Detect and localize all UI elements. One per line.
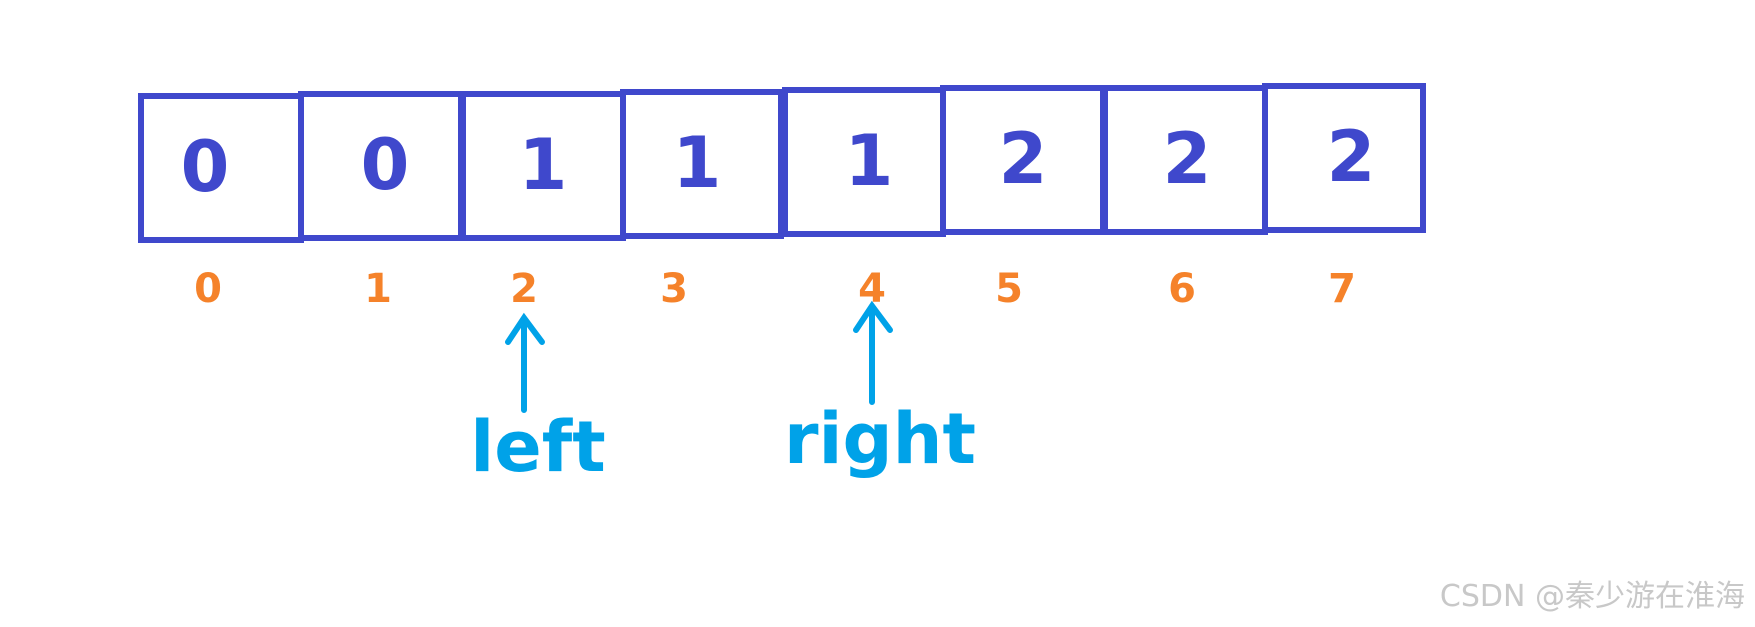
- cell-value: 1: [519, 124, 568, 206]
- right-pointer-label: right: [784, 398, 976, 480]
- array-cell: 2: [1262, 83, 1426, 233]
- array-cell: 2: [940, 85, 1106, 235]
- cell-index: 7: [1328, 266, 1356, 312]
- cell-box: [138, 93, 304, 243]
- right-arrow-icon: [853, 300, 893, 405]
- cell-index: 5: [995, 266, 1023, 312]
- cell-box: [1262, 83, 1426, 233]
- cell-index: 3: [660, 266, 688, 312]
- csdn-watermark: CSDN @秦少游在淮海: [1439, 579, 1745, 614]
- cell-value: 2: [1163, 118, 1212, 200]
- cell-value: 1: [845, 120, 894, 202]
- cell-index: 0: [194, 266, 222, 312]
- cell-box: [1102, 85, 1268, 235]
- array-cell: 1: [620, 89, 784, 239]
- array-cells: 0 0 1 1 1 2 2 2: [138, 83, 1426, 243]
- cell-box: [782, 87, 946, 237]
- left-pointer-label: left: [470, 406, 605, 488]
- cell-value: 2: [1327, 116, 1376, 198]
- right-pointer: right: [784, 300, 976, 480]
- cell-box: [460, 91, 626, 241]
- cell-index: 2: [510, 266, 538, 312]
- array-cell: 0: [138, 93, 304, 243]
- cell-box: [620, 89, 784, 239]
- left-arrow-icon: [505, 312, 545, 413]
- array-cell: 1: [460, 91, 626, 241]
- array-cell: 2: [1102, 85, 1268, 235]
- cell-value: 1: [673, 122, 722, 204]
- cell-box: [298, 91, 464, 241]
- cell-value: 0: [361, 124, 410, 206]
- cell-value: 2: [999, 118, 1048, 200]
- array-cell: 0: [298, 91, 464, 241]
- left-pointer: left: [470, 312, 606, 488]
- cell-index: 6: [1168, 266, 1196, 312]
- cell-value: 0: [181, 126, 230, 208]
- cell-index: 1: [364, 266, 392, 312]
- cell-box: [940, 85, 1106, 235]
- array-cell: 1: [782, 87, 946, 237]
